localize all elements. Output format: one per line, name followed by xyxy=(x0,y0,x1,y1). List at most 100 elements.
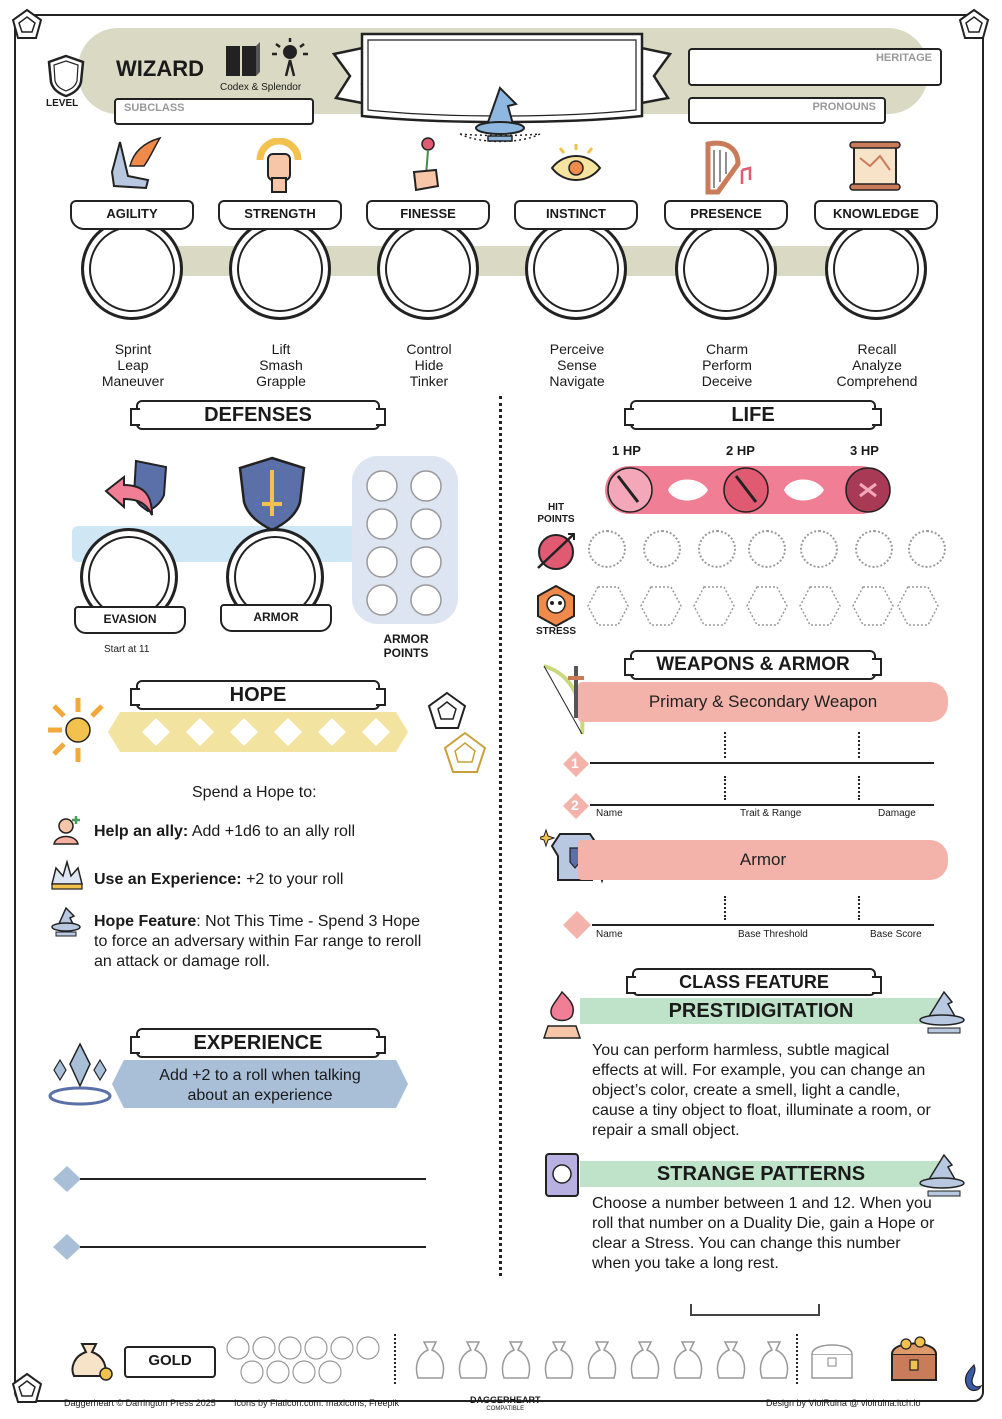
hope-item-text: +2 to your roll xyxy=(241,871,344,888)
hope-item-text: : Not This Time - Spend 3 Hope to force … xyxy=(94,913,422,970)
domains-label: Codex & Splendor xyxy=(220,82,302,93)
hope-item-bold: Help an ally: xyxy=(94,823,189,840)
agility-value-circle[interactable] xyxy=(81,218,183,320)
armor-col-name: Name xyxy=(596,929,623,940)
evasion-note: Start at 11 xyxy=(104,644,150,655)
armor-line[interactable] xyxy=(592,924,934,926)
weapon-slot-2-number: 2 xyxy=(571,797,579,813)
armor-points-label: ARMOR POINTS xyxy=(383,632,429,660)
trait-action: Control xyxy=(406,341,452,357)
winged-boot-icon xyxy=(110,136,162,190)
trait-action: Leap xyxy=(117,357,149,373)
life-title: LIFE xyxy=(624,400,882,430)
money-bag-icon xyxy=(71,1343,113,1381)
wizard-hat-icon xyxy=(51,906,81,937)
trait-action: Lift xyxy=(271,341,291,357)
subclass-field[interactable]: SUBCLASS xyxy=(114,98,314,125)
wizard-hat-icon xyxy=(459,86,541,143)
trait-action: Recall xyxy=(857,341,897,357)
trait-action: Tinker xyxy=(409,373,449,389)
weapons-armor-title: WEAPONS & ARMOR xyxy=(624,650,882,680)
experience-line-1[interactable] xyxy=(80,1178,426,1180)
knowledge-label: KNOWLEDGE xyxy=(814,200,938,230)
stress-slots[interactable] xyxy=(586,585,952,627)
character-name-banner[interactable] xyxy=(332,24,672,134)
hp-slot[interactable] xyxy=(908,530,946,568)
class-name: WIZARD xyxy=(116,56,204,81)
hope-item-hope-feature: Hope Feature: Not This Time - Spend 3 Ho… xyxy=(94,912,424,972)
weapon-2-line[interactable] xyxy=(590,804,934,806)
fire-hand-icon xyxy=(542,990,582,1039)
hp-slot[interactable] xyxy=(588,530,626,568)
d12-die-gold-icon xyxy=(443,731,487,773)
instinct-value-circle[interactable] xyxy=(525,218,627,320)
trait-action: Analyze xyxy=(852,357,902,373)
defenses-title: DEFENSES xyxy=(130,400,386,430)
armor-col-base-threshold: Base Threshold xyxy=(738,929,808,940)
hope-title: HOPE xyxy=(130,680,386,710)
heart-arrow-icon xyxy=(537,533,575,570)
experience-crown-icon xyxy=(51,859,83,890)
hp-slot[interactable] xyxy=(855,530,893,568)
weapon-slot-2-diamond xyxy=(563,793,589,819)
knowledge-value-circle[interactable] xyxy=(825,218,927,320)
finesse-value-circle[interactable] xyxy=(377,218,479,320)
logo-subtext: COMPATIBLE xyxy=(486,1406,525,1412)
damage-threshold-slots[interactable] xyxy=(604,462,894,518)
armor-bar: Armor xyxy=(578,840,948,880)
feature-1-name: PRESTIDIGITATION xyxy=(580,998,942,1024)
hope-diamond-slots[interactable] xyxy=(140,714,390,750)
experience-title: EXPERIENCE xyxy=(130,1028,386,1058)
hp-slot[interactable] xyxy=(800,530,838,568)
treasure-chest-slot[interactable] xyxy=(808,1336,856,1382)
gold-divider xyxy=(796,1334,798,1384)
page-frame xyxy=(14,14,984,1402)
splendor-sun-icon xyxy=(272,38,308,77)
trait-action: Perform xyxy=(702,357,752,373)
hp-slot[interactable] xyxy=(748,530,786,568)
hp-threshold-2: 2 HP xyxy=(726,443,755,458)
class-feature-title: CLASS FEATURE xyxy=(626,968,882,996)
pronouns-label: PRONOUNS xyxy=(812,101,876,113)
trait-action: Deceive xyxy=(701,373,753,389)
hope-item-bold: Use an Experience: xyxy=(94,871,242,888)
gold-handful-slots[interactable] xyxy=(224,1336,380,1386)
pronouns-field[interactable]: PRONOUNS xyxy=(688,97,886,124)
trait-action: Sprint xyxy=(114,341,152,357)
hope-item-help-ally: Help an ally: Add +1d6 to an ally roll xyxy=(94,822,474,842)
stress-skull-icon xyxy=(537,584,575,628)
hp-threshold-1: 1 HP xyxy=(612,443,641,458)
daggerheart-logo-icon xyxy=(964,1363,983,1392)
trait-action: Hide xyxy=(414,357,444,373)
armor-point-slots[interactable] xyxy=(364,468,448,616)
strength-value-circle[interactable] xyxy=(229,218,331,320)
logo-text: DAGGERHEART xyxy=(470,1395,541,1405)
trait-action: Maneuver xyxy=(101,373,165,389)
gold-bag-slots[interactable] xyxy=(410,1336,796,1384)
stress-label: STRESS xyxy=(535,626,576,637)
raised-fist-icon xyxy=(256,138,302,193)
trait-action: Grapple xyxy=(256,373,306,389)
bracket-decoration xyxy=(690,1304,820,1316)
footer-icons-credit: Icons by Flaticon.com: maxicons, Freepik xyxy=(234,1398,400,1408)
hp-slot[interactable] xyxy=(643,530,681,568)
presence-value-circle[interactable] xyxy=(675,218,777,320)
crystal-icon xyxy=(48,1042,112,1106)
footer-copyright: Daggerheart © Darrington Press 2025 xyxy=(64,1398,216,1408)
column-divider xyxy=(499,396,502,1276)
trait-action: Smash xyxy=(259,357,303,373)
experience-line-2[interactable] xyxy=(80,1246,426,1248)
heritage-field[interactable]: HERITAGE xyxy=(688,48,942,86)
strength-label: STRENGTH xyxy=(218,200,342,230)
weapon-1-line[interactable] xyxy=(590,762,934,764)
primary-secondary-weapon-bar: Primary & Secondary Weapon xyxy=(578,682,948,722)
weapon-column-divider xyxy=(724,732,726,758)
presence-label: PRESENCE xyxy=(664,200,788,230)
weapon-column-divider xyxy=(858,776,860,800)
weapon-column-divider xyxy=(724,776,726,800)
armor-shield-icon xyxy=(238,456,306,532)
hp-slot[interactable] xyxy=(698,530,736,568)
hope-spend-intro: Spend a Hope to: xyxy=(192,784,317,801)
level-shield-icon[interactable] xyxy=(46,54,86,98)
